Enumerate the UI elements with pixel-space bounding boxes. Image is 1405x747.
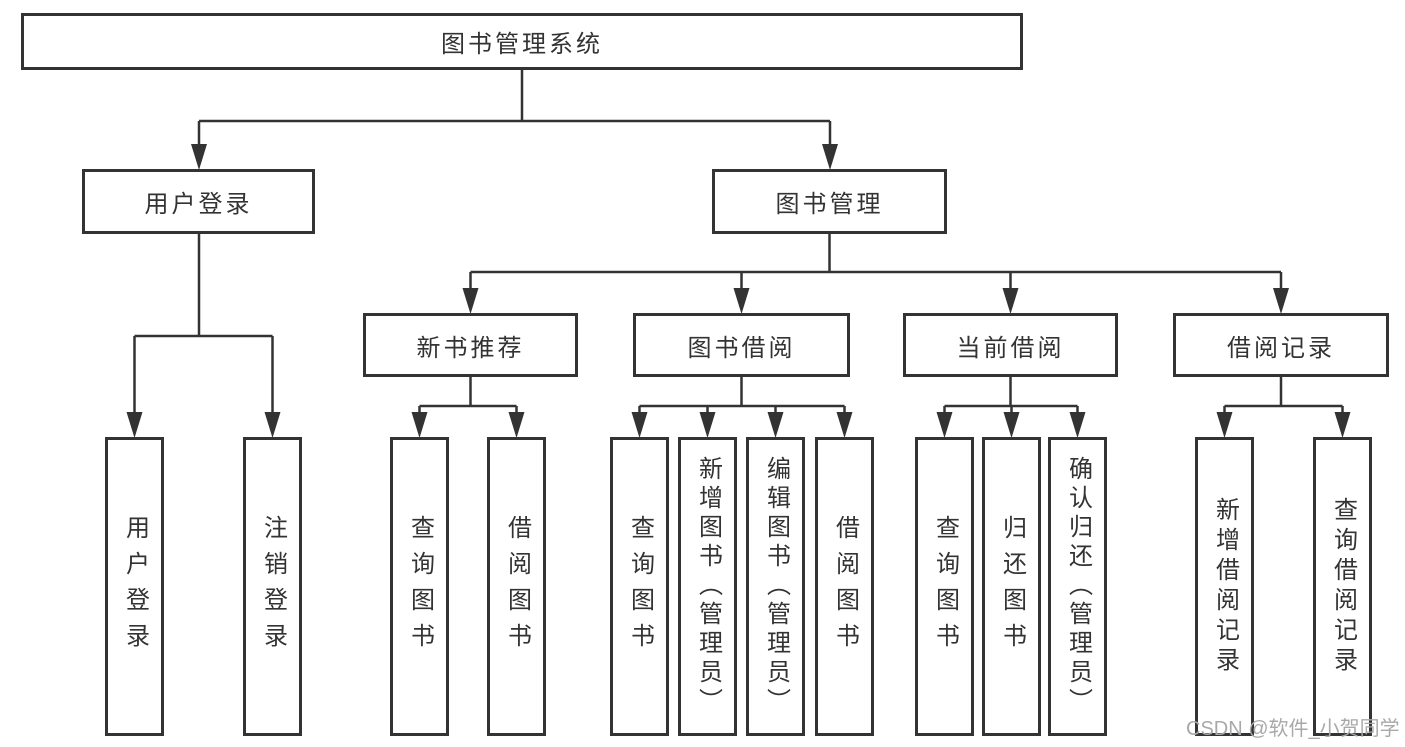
leaf-nb-borrow-book-label: 借阅图书 [503, 514, 531, 659]
leaf-bb-edit-book-admin: 编辑图书（管理员） [746, 437, 805, 736]
leaf-bb-edit-book-admin-label: 编辑图书（管理员） [762, 456, 790, 717]
leaf-bb-add-book-admin: 新增图书（管理员） [678, 437, 737, 736]
leaf-bb-query-book: 查询图书 [610, 437, 669, 736]
node-root: 图书管理系统 [21, 13, 1023, 70]
node-current-borrow: 当前借阅 [903, 313, 1118, 377]
node-user-login: 用户登录 [82, 169, 315, 234]
leaf-logout: 注销登录 [243, 437, 302, 736]
csdn-watermark: CSDN @软件_小贺同学 [1186, 718, 1400, 740]
node-book-management: 图书管理 [712, 169, 947, 234]
leaf-user-login-label: 用户登录 [121, 514, 149, 659]
leaf-nb-query-book-label: 查询图书 [406, 514, 434, 659]
leaf-logout-label: 注销登录 [259, 514, 287, 659]
leaf-br-query-record-label: 查询借阅记录 [1329, 496, 1357, 677]
leaf-br-query-record: 查询借阅记录 [1313, 437, 1372, 736]
leaf-cb-confirm-return-admin-label: 确认归还（管理员） [1064, 456, 1092, 717]
leaf-bb-borrow-book: 借阅图书 [815, 437, 874, 736]
leaf-nb-borrow-book: 借阅图书 [487, 437, 546, 736]
node-new-book-recommend: 新书推荐 [363, 313, 578, 377]
connector-elbows [133, 70, 1344, 414]
leaf-cb-query-book: 查询图书 [915, 437, 974, 736]
leaf-cb-return-book-label: 归还图书 [998, 514, 1026, 659]
leaf-br-add-record-label: 新增借阅记录 [1211, 496, 1239, 677]
node-book-borrow: 图书借阅 [633, 313, 850, 377]
node-borrow-records: 借阅记录 [1173, 313, 1389, 377]
leaf-nb-query-book: 查询图书 [390, 437, 449, 736]
leaf-user-login: 用户登录 [105, 437, 164, 736]
leaf-br-add-record: 新增借阅记录 [1195, 437, 1254, 736]
leaf-bb-query-book-label: 查询图书 [626, 514, 654, 659]
arrowheads [126, 144, 1351, 438]
leaf-cb-query-book-label: 查询图书 [931, 514, 959, 659]
leaf-cb-confirm-return-admin: 确认归还（管理员） [1048, 437, 1107, 736]
leaf-cb-return-book: 归还图书 [982, 437, 1041, 736]
leaf-bb-add-book-admin-label: 新增图书（管理员） [694, 456, 722, 717]
leaf-bb-borrow-book-label: 借阅图书 [831, 514, 859, 659]
